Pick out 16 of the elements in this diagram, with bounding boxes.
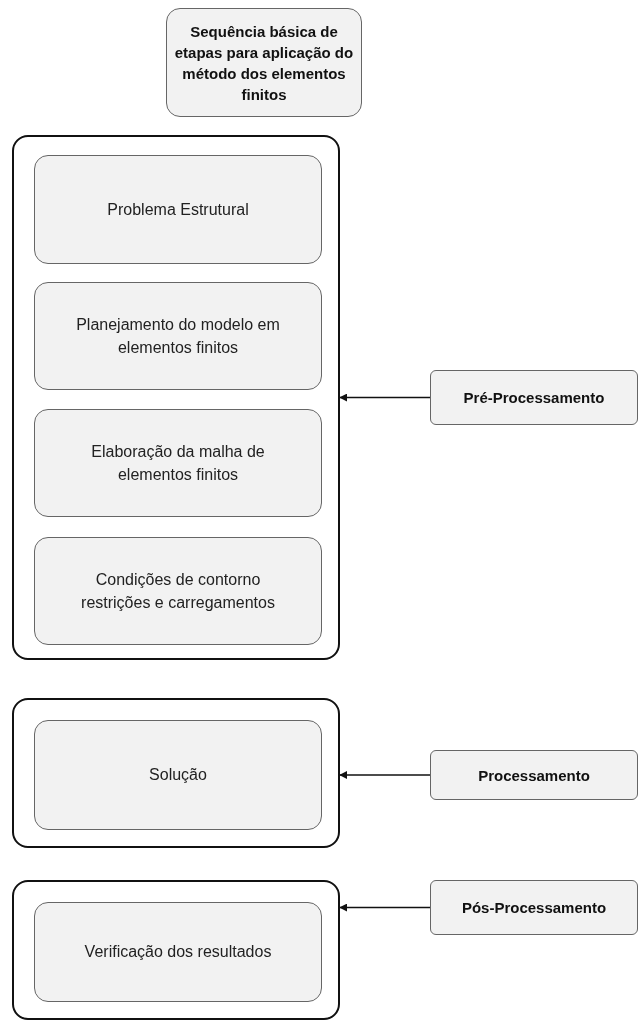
stage-group-box	[12, 135, 340, 660]
phase-label-box: Pré-Processamento	[430, 370, 638, 425]
title-box: Sequência básica de etapas para aplicação do método dos elementos finitos	[166, 8, 362, 117]
process-box: Solução	[34, 720, 322, 830]
process-box: Planejamento do modelo em elementos finitos	[34, 282, 322, 390]
arrow	[339, 771, 431, 779]
stage-group-box	[12, 698, 340, 848]
phase-label-box: Pós-Processamento	[430, 880, 638, 935]
phase-label-box: Processamento	[430, 750, 638, 800]
process-box: Problema Estrutural	[34, 155, 322, 264]
stage-group-box	[12, 880, 340, 1020]
arrow	[339, 903, 431, 912]
process-box: Verificação dos resultados	[34, 902, 322, 1002]
arrow	[339, 393, 431, 402]
process-box: Condições de contorno restrições e carregamentos	[34, 537, 322, 645]
process-box: Elaboração da malha de elementos finitos	[34, 409, 322, 517]
